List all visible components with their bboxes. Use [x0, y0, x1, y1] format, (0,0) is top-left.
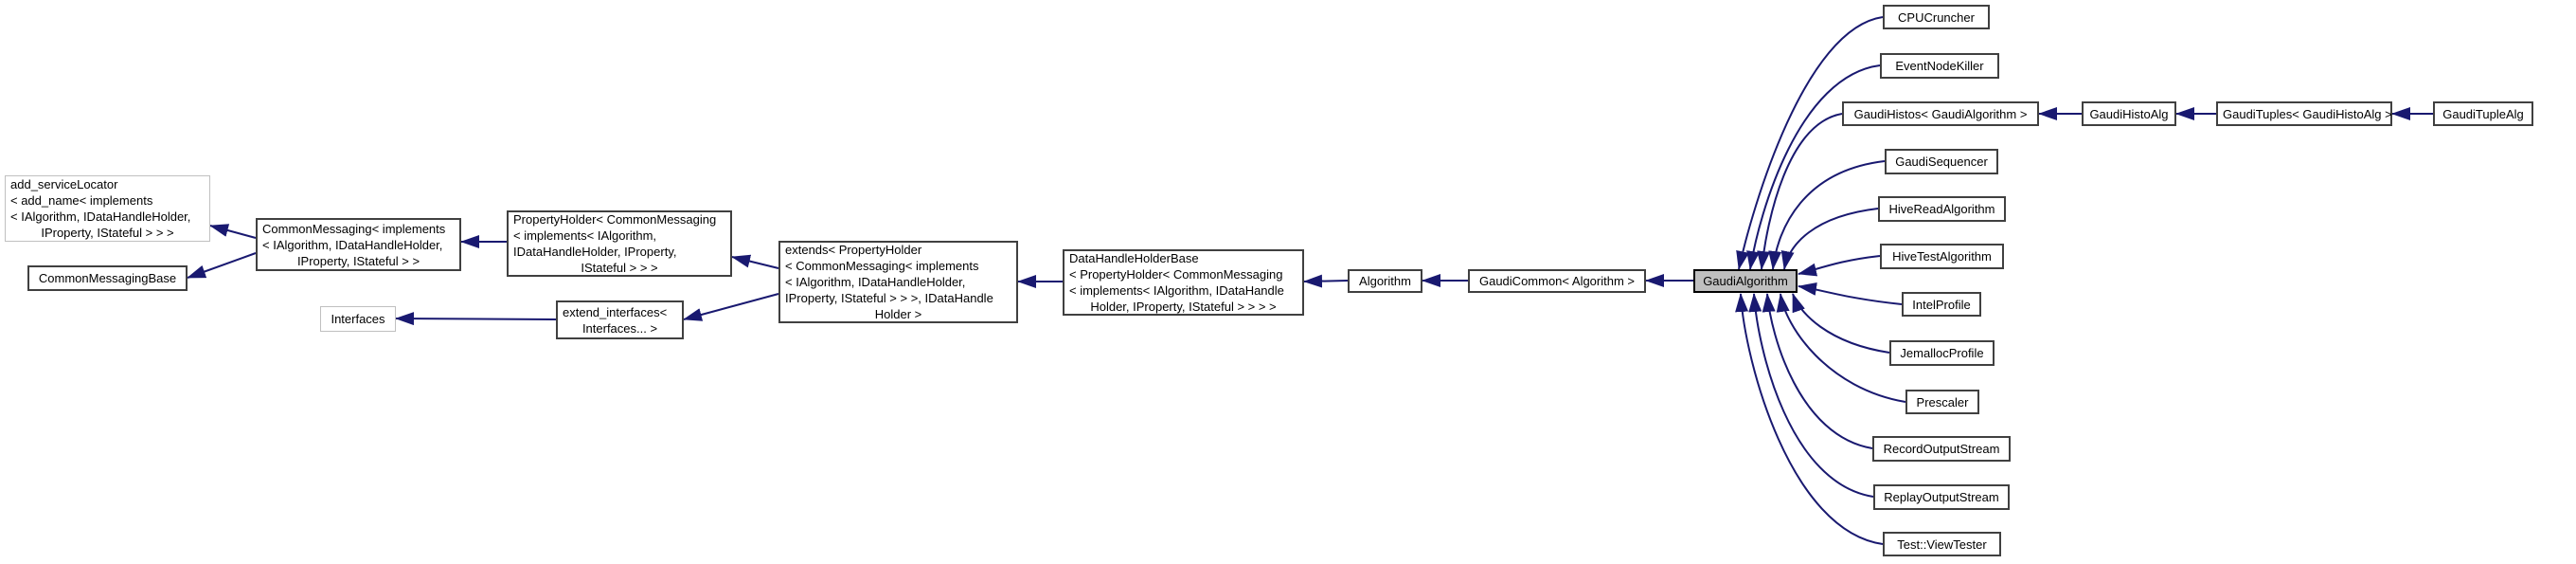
inheritance-edge-cpu-cruncher-to-gaudi-algorithm [1736, 16, 1884, 270]
class-node-label: Interfaces [331, 312, 385, 326]
class-node-extend-interfaces[interactable]: extend_interfaces<Interfaces... > [556, 300, 684, 339]
inheritance-edge-hive-test-algorithm-to-gaudi-algorithm [1798, 255, 1881, 277]
inheritance-edge-extend-interfaces-to-interfaces [395, 312, 557, 326]
inheritance-edge-gaudi-histos-to-gaudi-algorithm [1757, 113, 1843, 270]
class-node-label: IntelProfile [1912, 297, 1971, 312]
edge-group [187, 16, 2433, 545]
class-node-label: IProperty, IStateful > > >, IDataHandle [785, 291, 993, 305]
class-node-label: HiveTestAlgorithm [1892, 249, 1992, 264]
class-node-label: JemallocProfile [1900, 346, 1984, 360]
class-node-test-view-tester[interactable]: Test::ViewTester [1883, 532, 2001, 556]
class-node-label: extend_interfaces< [563, 304, 668, 319]
class-node-property-holder[interactable]: PropertyHolder< CommonMessaging< impleme… [507, 210, 732, 277]
inheritance-edge-gaudi-sequencer-to-gaudi-algorithm [1768, 160, 1886, 270]
class-node-cpu-cruncher[interactable]: CPUCruncher [1883, 5, 1990, 29]
class-node-gaudi-algorithm: GaudiAlgorithm [1693, 269, 1798, 293]
class-node-label: CommonMessaging< implements [262, 221, 446, 236]
class-node-label: GaudiSequencer [1895, 155, 1988, 169]
class-node-label: GaudiCommon< Algorithm > [1478, 274, 1636, 288]
class-node-gaudi-histos[interactable]: GaudiHistos< GaudiAlgorithm > [1842, 101, 2039, 126]
class-node-label: Holder > [874, 307, 922, 321]
class-node-label: < IAlgorithm, IDataHandleHolder, [785, 275, 966, 289]
class-node-label: Algorithm [1359, 274, 1411, 288]
class-node-hive-read-algorithm[interactable]: HiveReadAlgorithm [1878, 196, 2006, 222]
inheritance-edge-event-node-killer-to-gaudi-algorithm [1746, 64, 1881, 270]
class-node-interfaces: Interfaces [320, 306, 396, 332]
class-node-label: GaudiHistoAlg [2089, 106, 2169, 121]
class-node-jemalloc-profile[interactable]: JemallocProfile [1889, 340, 1995, 366]
class-node-algorithm[interactable]: Algorithm [1348, 269, 1422, 293]
class-node-label: < CommonMessaging< implements [785, 259, 979, 273]
class-node-label: GaudiHistos< GaudiAlgorithm > [1853, 106, 2028, 121]
class-node-label: PropertyHolder< CommonMessaging [513, 212, 717, 227]
class-node-label: EventNodeKiller [1895, 59, 1984, 73]
class-node-label: IStateful > > > [581, 261, 658, 275]
class-node-add-service-locator: add_serviceLocator < add_name< implements… [5, 175, 210, 242]
class-node-gaudi-tuples[interactable]: GaudiTuples< GaudiHistoAlg > [2216, 101, 2392, 126]
inheritance-edge-replay-output-stream-to-gaudi-algorithm [1748, 293, 1874, 498]
class-node-label: CPUCruncher [1898, 9, 1975, 25]
class-node-gaudi-histo-alg[interactable]: GaudiHistoAlg [2082, 101, 2176, 126]
inheritance-edge-extends-to-property-holder [731, 254, 779, 269]
class-node-extends[interactable]: extends< PropertyHolder < CommonMessaging… [778, 241, 1018, 323]
class-node-prescaler[interactable]: Prescaler [1905, 390, 1979, 414]
class-node-label: add_serviceLocator [10, 177, 118, 191]
class-node-data-handle-holder-base[interactable]: DataHandleHolderBase < PropertyHolder< Co… [1063, 249, 1304, 316]
class-node-label: Interfaces... > [581, 320, 658, 336]
inheritance-edge-extends-to-extend-interfaces [683, 293, 779, 321]
class-node-label: GaudiTuples< GaudiHistoAlg > [2223, 106, 2392, 121]
class-node-label: GaudiAlgorithm [1703, 274, 1788, 288]
class-node-replay-output-stream[interactable]: ReplayOutputStream [1873, 484, 2010, 510]
inheritance-edge-test-view-tester-to-gaudi-algorithm [1735, 293, 1884, 545]
inheritance-edge-record-output-stream-to-gaudi-algorithm [1762, 293, 1873, 449]
inheritance-edge-common-messaging-to-common-messaging-base [187, 252, 257, 279]
inheritance-edge-prescaler-to-gaudi-algorithm [1776, 293, 1906, 403]
class-node-label: Test::ViewTester [1897, 537, 1987, 552]
class-node-common-messaging[interactable]: CommonMessaging< implements< IAlgorithm,… [256, 218, 461, 271]
class-node-hive-test-algorithm[interactable]: HiveTestAlgorithm [1880, 244, 2004, 269]
class-node-record-output-stream[interactable]: RecordOutputStream [1872, 436, 2011, 462]
class-node-label: CommonMessagingBase [38, 271, 177, 285]
class-node-label: extends< PropertyHolder [785, 243, 922, 257]
class-node-label: IProperty, IStateful > > [296, 253, 420, 268]
class-node-label: < IAlgorithm, IDataHandleHolder, [262, 237, 443, 252]
class-node-label: HiveReadAlgorithm [1888, 202, 1995, 216]
class-node-gaudi-common[interactable]: GaudiCommon< Algorithm > [1468, 269, 1646, 293]
class-node-label: < PropertyHolder< CommonMessaging [1069, 267, 1283, 282]
class-node-label: RecordOutputStream [1883, 442, 2000, 456]
class-node-gaudi-sequencer[interactable]: GaudiSequencer [1885, 149, 1998, 174]
inheritance-edge-common-messaging-to-add-service-locator [209, 224, 257, 239]
class-node-common-messaging-base[interactable]: CommonMessagingBase [27, 265, 188, 291]
inheritance-edge-intel-profile-to-gaudi-algorithm [1798, 282, 1903, 305]
class-node-label: < implements< IAlgorithm, IDataHandle [1069, 283, 1284, 298]
class-node-label: Prescaler [1916, 394, 1969, 409]
class-node-label: ReplayOutputStream [1884, 490, 1999, 504]
class-node-label: IProperty, IStateful > > > [41, 226, 174, 240]
class-node-label: IDataHandleHolder, IProperty, [513, 245, 677, 259]
class-node-label: < IAlgorithm, IDataHandleHolder, [10, 209, 191, 224]
inheritance-edge-jemalloc-profile-to-gaudi-algorithm [1792, 293, 1890, 354]
class-node-gaudi-tuple-alg[interactable]: GaudiTupleAlg [2433, 101, 2533, 126]
class-node-event-node-killer[interactable]: EventNodeKiller [1880, 53, 1999, 79]
class-node-label: DataHandleHolderBase [1069, 251, 1199, 265]
inheritance-edge-hive-read-algorithm-to-gaudi-algorithm [1780, 208, 1879, 270]
class-node-label: < implements< IAlgorithm, [513, 228, 657, 243]
class-node-label: Holder, IProperty, IStateful > > > > [1090, 300, 1277, 314]
class-node-intel-profile[interactable]: IntelProfile [1902, 292, 1981, 317]
class-node-label: GaudiTupleAlg [2442, 106, 2524, 121]
inheritance-edge-algorithm-to-data-handle-holder-base [1303, 274, 1349, 288]
class-node-label: < add_name< implements [10, 193, 153, 208]
